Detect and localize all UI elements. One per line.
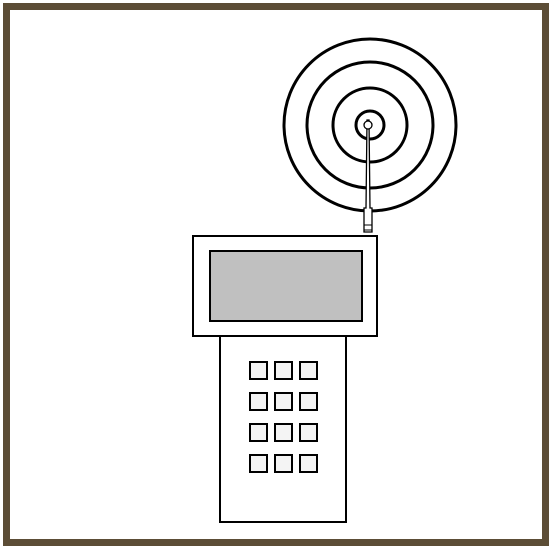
keypad-key bbox=[299, 423, 318, 442]
antenna-icon bbox=[363, 119, 373, 233]
keypad-key bbox=[249, 454, 268, 473]
keypad-key bbox=[299, 454, 318, 473]
keypad-key bbox=[274, 392, 293, 411]
signal-ring bbox=[354, 109, 386, 141]
device-screen bbox=[209, 250, 363, 322]
keypad-key bbox=[274, 361, 293, 380]
keypad-key bbox=[249, 392, 268, 411]
keypad-key bbox=[274, 454, 293, 473]
device-keypad bbox=[249, 361, 318, 473]
keypad-key bbox=[249, 423, 268, 442]
keypad-key bbox=[299, 361, 318, 380]
keypad-key bbox=[299, 392, 318, 411]
keypad-key bbox=[249, 361, 268, 380]
keypad-key bbox=[274, 423, 293, 442]
